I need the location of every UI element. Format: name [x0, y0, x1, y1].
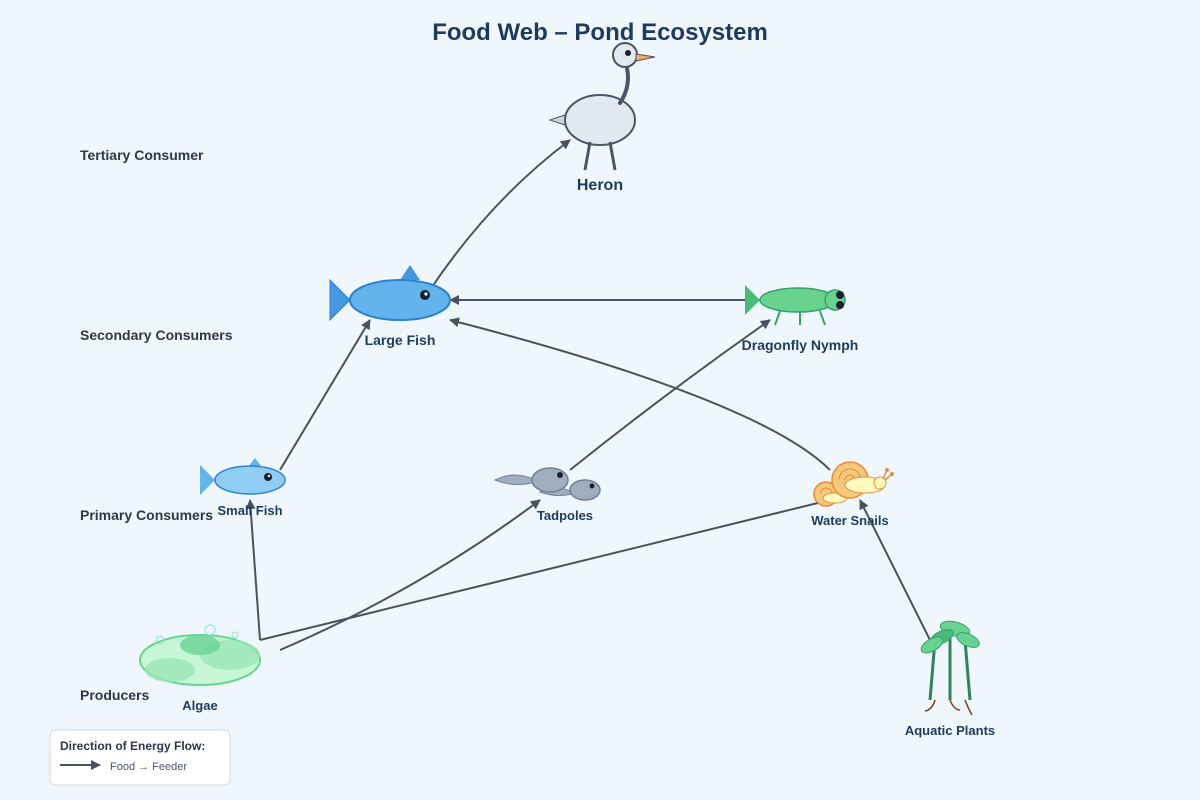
- organism-label-water-snails: Water Snails: [811, 513, 889, 528]
- small-fish-illustration: [200, 458, 286, 495]
- organism-label-algae: Algae: [182, 698, 217, 713]
- water-snails-illustration: [813, 461, 894, 507]
- diagram-title: Food Web – Pond Ecosystem: [432, 19, 768, 46]
- arrow-large-fish-to-heron: [429, 139, 571, 291]
- legend-title: Direction of Energy Flow:: [60, 739, 205, 753]
- energy-flow-arrows: [245, 139, 931, 651]
- organism-label-tadpoles: Tadpoles: [537, 508, 593, 523]
- arrow-algae-to-small-fish: [245, 499, 261, 641]
- heron-illustration: [548, 42, 656, 171]
- algae-illustration: [139, 624, 261, 686]
- tadpoles-illustration: [493, 467, 601, 501]
- legend-text: Food → Feeder: [110, 761, 187, 773]
- arrow-algae-to-tadpoles: [279, 499, 541, 651]
- legend: Direction of Energy Flow: Food → Feeder: [49, 729, 231, 786]
- organism-label-dragonfly-nymph: Dragonfly Nymph: [742, 337, 859, 353]
- organism-label-heron: Heron: [577, 177, 623, 194]
- organism-label-aquatic-plants: Aquatic Plants: [905, 723, 995, 738]
- level-label-tertiary: Tertiary Consumer: [80, 147, 204, 163]
- large-fish-illustration: [329, 265, 451, 322]
- level-label-secondary: Secondary Consumers: [80, 327, 233, 343]
- aquatic-plants-illustration: [920, 620, 980, 716]
- organism-label-large-fish: Large Fish: [365, 332, 436, 348]
- arrow-water-snails-to-large-fish: [449, 317, 831, 471]
- dragonfly-nymph-illustration: [745, 285, 846, 326]
- level-label-producers: Producers: [80, 687, 149, 703]
- legend-box: [49, 729, 231, 786]
- arrow-aquatic-plants-to-water-snails: [859, 499, 931, 641]
- arrow-tadpoles-to-dragonfly-nymph: [569, 319, 771, 471]
- arrow-algae-to-water-snails: [259, 497, 831, 641]
- organism-label-small-fish: Small Fish: [217, 503, 282, 518]
- arrow-small-fish-to-large-fish: [279, 319, 371, 471]
- level-label-primary: Primary Consumers: [80, 507, 213, 523]
